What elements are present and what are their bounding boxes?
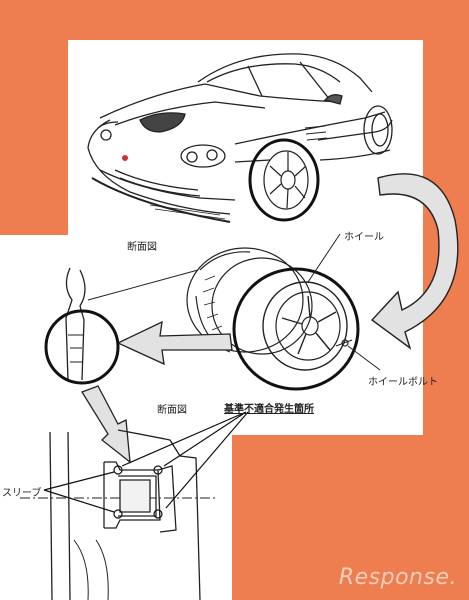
- sleeve-label: スリーブ: [2, 488, 42, 499]
- car-illustration: [87, 53, 393, 223]
- response-watermark: Response.: [338, 565, 457, 590]
- down-arrow: [81, 385, 131, 464]
- leader-lines: [87, 233, 381, 371]
- nonconformity-label: 基準不適合発生箇所: [224, 404, 314, 415]
- curved-arrow: [370, 173, 459, 350]
- section-label-top: 断面図: [127, 242, 157, 253]
- front-wheel-callout: [248, 138, 320, 222]
- section-profile-top: [65, 267, 86, 381]
- section-callout-circle: [44, 309, 120, 385]
- paper-panel-bottom: [0, 430, 232, 600]
- section-drawing-bottom: [20, 429, 215, 600]
- paper-panel-top: [68, 40, 423, 252]
- section-label-bottom: 断面図: [157, 405, 187, 416]
- wheel-bolt-label: ホイールボルト: [368, 377, 438, 388]
- wheel-callout-circle: [232, 267, 360, 391]
- left-arrow: [116, 320, 233, 366]
- wheel-assembly: [186, 247, 353, 371]
- nonconformity-markers: [43, 411, 249, 519]
- wheel-label: ホイール: [344, 232, 384, 243]
